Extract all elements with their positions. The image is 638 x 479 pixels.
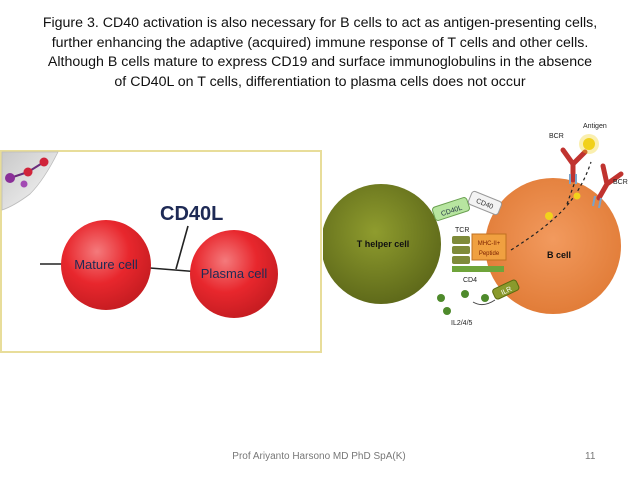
cd40l-differentiation-diagram: CD40L Mature cell Plasma cell — [0, 150, 322, 353]
plasma-cell-label: Plasma cell — [201, 266, 268, 281]
antigen-glow — [579, 134, 599, 154]
tcr-molecule — [452, 236, 470, 244]
cytokine-dot — [461, 290, 469, 298]
plasma-cell — [190, 230, 278, 318]
diagram-frame — [0, 150, 322, 353]
bcr-stalk — [592, 195, 596, 207]
footer-author: Prof Ariyanto Harsono MD PhD SpA(K) — [232, 451, 406, 462]
t-helper-cell-label: T helper cell — [357, 239, 410, 249]
peptide-label: Peptide — [479, 251, 500, 257]
cd40l-label: CD40L — [160, 203, 223, 225]
cytokine-dot — [437, 294, 445, 302]
ilr-label: ILR — [500, 286, 513, 297]
mhc-peptide-complex — [471, 233, 507, 261]
cytokine-arrow — [472, 299, 496, 306]
bcr-receptor-right — [596, 163, 624, 201]
molecule-dot — [20, 180, 28, 188]
il-receptor — [492, 279, 520, 300]
il-cytokines-label: IL2/4/5 — [451, 320, 473, 327]
caption-line-4: of CD40L on T cells, differentiation to … — [114, 73, 526, 90]
bcr-label-left: BCR — [549, 133, 564, 140]
mature-cell — [61, 220, 151, 310]
antigen-vesicle — [545, 212, 553, 220]
tcr-molecule — [452, 256, 470, 264]
b-cell-label: B cell — [547, 250, 571, 260]
cd4-molecule — [452, 266, 504, 272]
bcr-receptor-left — [560, 147, 588, 183]
antigen-label: Antigen — [583, 123, 607, 130]
caption-line-3: Although B cells mature to express CD19 … — [47, 54, 593, 70]
caption-line-1: Figure 3. CD40 activation is also necess… — [42, 15, 598, 31]
bcr-label-right: BCR — [613, 179, 628, 186]
t-helper-cell — [323, 184, 441, 304]
antigen — [583, 138, 595, 150]
mhc-label: MHC-II+ — [478, 241, 501, 247]
cytokine-dot — [443, 307, 451, 315]
cd4-label: CD4 — [463, 277, 477, 284]
cd40-molecule — [467, 190, 503, 216]
t-b-cell-interaction-diagram: CD40L CD40 TCR MHC-II+ Peptide CD4 ILR I… — [323, 123, 628, 327]
figure-caption: Figure 3. CD40 activation is also necess… — [22, 14, 618, 92]
caption-line-2: further enhancing the adaptive (acquired… — [51, 34, 589, 51]
molecule-dot — [39, 157, 49, 167]
antigen-processing-path — [510, 161, 592, 251]
tcr-label: TCR — [455, 227, 469, 234]
cytokine-dot — [481, 294, 489, 302]
antigen-vesicle — [573, 192, 581, 200]
molecule-dot — [5, 173, 15, 183]
b-cell — [485, 178, 621, 314]
bcr-stalk — [598, 197, 602, 209]
tcr-molecule — [452, 246, 470, 254]
mature-cell-label: Mature cell — [74, 257, 138, 272]
page-number: 11 — [585, 451, 596, 462]
cd40l-pointer-line — [175, 225, 189, 270]
molecule-dot — [23, 167, 33, 177]
